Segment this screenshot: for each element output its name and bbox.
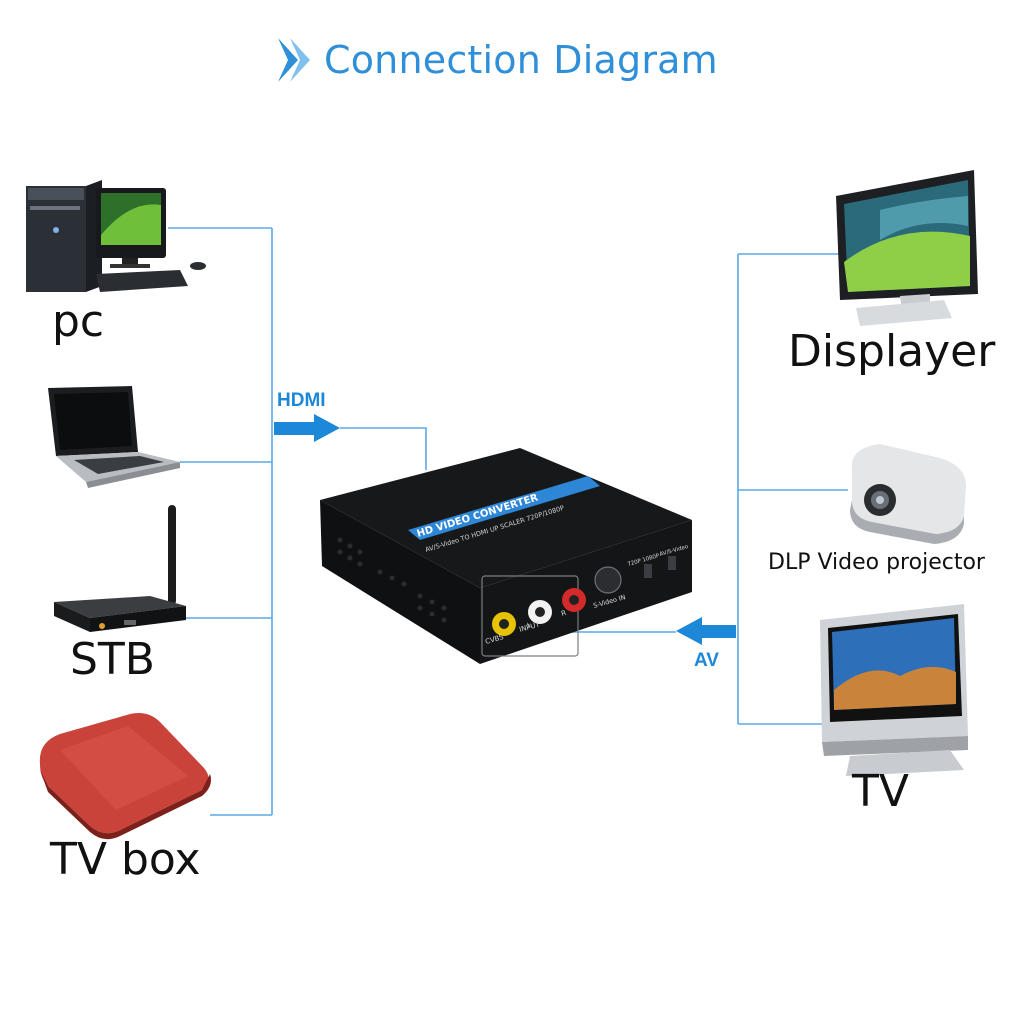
projector-icon xyxy=(850,444,966,544)
displayer-label: Displayer xyxy=(788,326,996,377)
input-lines xyxy=(168,227,427,816)
r-label: R xyxy=(560,609,567,618)
tv-icon xyxy=(820,604,968,776)
stb-icon xyxy=(54,505,186,632)
hdmi-arrow-icon xyxy=(274,414,340,442)
svideo-label: S-Video IN xyxy=(592,593,626,610)
pc-label: pc xyxy=(52,296,105,347)
pc-icon xyxy=(26,180,206,292)
converter-device xyxy=(320,448,692,664)
tv-box-label: TV box xyxy=(50,834,201,885)
projector-label: DLP Video projector xyxy=(768,550,985,575)
tv-label: TV xyxy=(852,766,909,817)
output-lines xyxy=(565,253,848,725)
hdmi-label: HDMI xyxy=(277,390,326,411)
switch2-label: AV/S-Video xyxy=(659,544,690,558)
switch1-label: 720P 1080P xyxy=(627,553,661,568)
av-label: AV xyxy=(694,650,719,671)
tv-box-icon xyxy=(39,713,211,840)
chevron-right-icon xyxy=(278,38,310,82)
av-arrow-icon xyxy=(676,617,736,645)
title-text: Connection Diagram xyxy=(324,38,718,82)
cvbs-label: CVBS xyxy=(484,633,505,646)
l-label: L xyxy=(526,621,532,630)
displayer-icon xyxy=(836,170,978,326)
laptop-icon xyxy=(48,386,180,488)
stb-label: STB xyxy=(70,634,155,685)
diagram-title: Connection Diagram xyxy=(278,36,718,84)
